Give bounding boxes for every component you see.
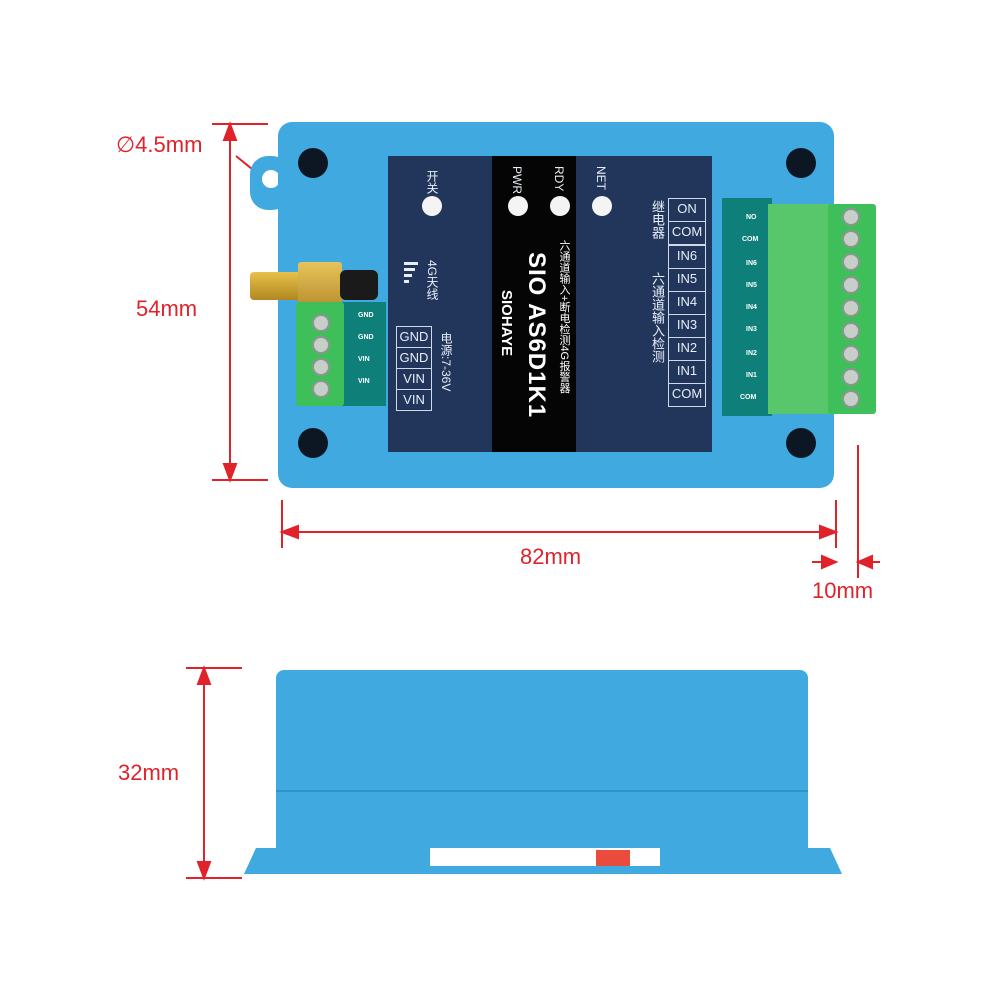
right-screw-4[interactable]	[842, 276, 860, 294]
led-rdy	[550, 196, 570, 216]
right-screw-5[interactable]	[842, 299, 860, 317]
product-subtitle: 六通道输入+断电检测4G报警器	[558, 240, 570, 394]
model-name: SIO AS6D1K1	[523, 252, 550, 419]
mount-hole-tl	[298, 148, 328, 178]
input-term-in6: IN6	[668, 245, 706, 269]
side-seam	[276, 790, 808, 792]
switch-button[interactable]	[422, 196, 442, 216]
terminal-dimension-label: 10mm	[812, 578, 874, 603]
antenna-connector	[250, 272, 306, 300]
mount-hole-br	[786, 428, 816, 458]
led-rdy-label: RDY	[552, 166, 566, 192]
mount-hole-tr	[786, 148, 816, 178]
right-terminal-pcb	[722, 198, 772, 416]
left-screw-1[interactable]	[312, 314, 330, 332]
right-pcb-label-5: IN4	[746, 304, 757, 311]
brand-name: SIOHAYE	[498, 290, 515, 357]
power-term-2: GND	[396, 348, 432, 369]
right-pcb-label-9: COM	[740, 394, 757, 401]
switch-label: 开关	[425, 170, 439, 194]
antenna-cable-stub	[340, 270, 378, 300]
led-net	[592, 196, 612, 216]
right-screw-2[interactable]	[842, 230, 860, 248]
right-screw-8[interactable]	[842, 368, 860, 386]
left-terminal-pcb	[342, 302, 386, 406]
mount-hole-small	[262, 170, 280, 188]
right-screw-1[interactable]	[842, 208, 860, 226]
left-screw-2[interactable]	[312, 336, 330, 354]
input-term-com: COM	[668, 384, 706, 407]
depth-dimension-label: 32mm	[118, 760, 180, 785]
power-term-1: GND	[396, 326, 432, 348]
antenna-label: 4G天线	[425, 260, 439, 301]
relay-label: 继电器	[650, 200, 665, 239]
relay-terminal-box: ON COM	[668, 198, 706, 245]
right-screw-7[interactable]	[842, 345, 860, 363]
height-dimension-label: 54mm	[136, 296, 198, 321]
signal-icon	[404, 262, 418, 283]
led-pwr	[508, 196, 528, 216]
right-pcb-label-6: IN3	[746, 326, 757, 333]
power-term-4: VIN	[396, 390, 432, 411]
right-pcb-label-3: IN6	[746, 260, 757, 267]
right-pcb-label-4: IN5	[746, 282, 757, 289]
right-pcb-label-2: COM	[742, 236, 759, 243]
right-terminal-side	[768, 204, 832, 414]
led-pwr-label: PWR	[510, 166, 524, 194]
led-net-label: NET	[594, 166, 608, 190]
left-screw-4[interactable]	[312, 380, 330, 398]
din-rail-base-under	[430, 866, 660, 874]
relay-term-on: ON	[668, 198, 706, 222]
power-term-3: VIN	[396, 369, 432, 390]
left-pcb-label-4: VIN	[358, 378, 370, 385]
right-pcb-label-8: IN1	[746, 372, 757, 379]
right-screw-6[interactable]	[842, 322, 860, 340]
input-term-in1: IN1	[668, 361, 706, 384]
power-terminal-box: GND GND VIN VIN	[396, 326, 432, 411]
relay-term-com: COM	[668, 222, 706, 245]
left-pcb-label-1: GND	[358, 312, 374, 319]
input-term-in2: IN2	[668, 338, 706, 361]
input-term-in5: IN5	[668, 269, 706, 292]
input-label: 六通道输入检测	[650, 272, 665, 363]
right-screw-9[interactable]	[842, 390, 860, 408]
left-pcb-label-3: VIN	[358, 356, 370, 363]
mount-hole-bl	[298, 428, 328, 458]
device-case-side	[276, 670, 808, 854]
power-label: 电源:7-36V	[439, 332, 453, 392]
left-pcb-label-2: GND	[358, 334, 374, 341]
width-dimension-label: 82mm	[520, 544, 582, 569]
right-pcb-label-7: IN2	[746, 350, 757, 357]
right-pcb-label-1: NO	[746, 214, 757, 221]
left-screw-3[interactable]	[312, 358, 330, 376]
hole-dimension-label: ∅4.5mm	[116, 132, 203, 157]
input-terminal-box: IN6 IN5 IN4 IN3 IN2 IN1 COM	[668, 245, 706, 407]
input-term-in3: IN3	[668, 315, 706, 338]
right-screw-3[interactable]	[842, 253, 860, 271]
input-term-in4: IN4	[668, 292, 706, 315]
antenna-connector-block	[298, 262, 342, 306]
